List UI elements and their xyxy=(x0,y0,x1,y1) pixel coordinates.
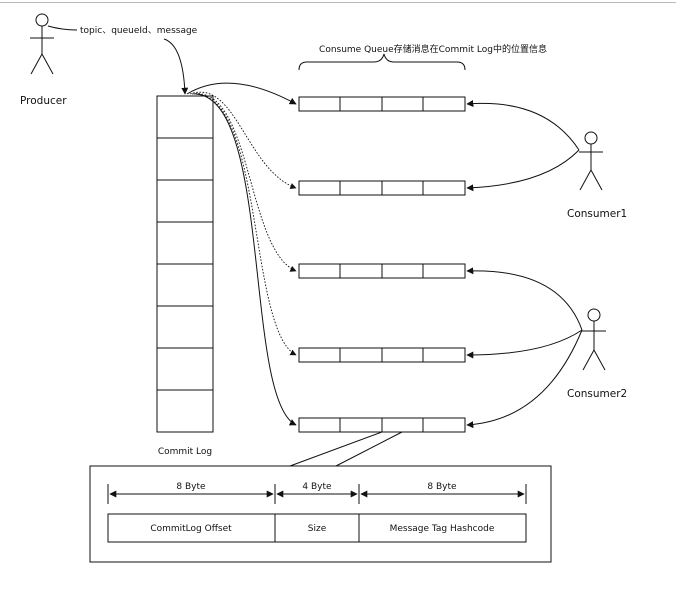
consume-queue xyxy=(298,180,466,196)
producer-figure xyxy=(30,13,54,75)
commit-log xyxy=(156,95,214,433)
zoom-connector xyxy=(335,431,403,467)
consume-queue xyxy=(298,263,466,279)
consumer1-arrow xyxy=(466,149,580,192)
field-size-label: 4 Byte xyxy=(302,482,332,492)
field-size-label: 8 Byte xyxy=(176,482,206,492)
producer-label: Producer xyxy=(20,95,67,107)
consumer2-figure xyxy=(582,308,606,371)
entry-fields xyxy=(107,513,527,543)
dispatch-arrow xyxy=(195,93,297,426)
consume-queue-brace xyxy=(298,53,466,71)
consumer2-arrow xyxy=(466,267,583,331)
consumer2-arrow xyxy=(466,329,583,429)
consumer1-figure xyxy=(579,131,603,191)
consume-queue xyxy=(298,96,466,112)
producer-line xyxy=(47,25,78,31)
producer-message-label: topic、queueId、message xyxy=(80,26,198,36)
zoom-connector xyxy=(289,431,383,467)
consumer1-label: Consumer1 xyxy=(567,208,627,220)
field-name-label: Size xyxy=(308,524,327,534)
dispatch-arrow xyxy=(191,93,297,272)
consume-queue-label: Consume Queue存储消息在Commit Log中的位置信息 xyxy=(319,43,547,55)
consumer2-arrow xyxy=(466,329,583,359)
field-name-label: Message Tag Hashcode xyxy=(390,524,495,534)
consume-queue xyxy=(298,347,466,363)
consumer2-label: Consumer2 xyxy=(567,388,627,400)
consume-queue xyxy=(298,417,466,433)
field-size-label: 8 Byte xyxy=(427,482,457,492)
consumer1-arrow xyxy=(466,100,580,151)
byte-dimension xyxy=(107,484,527,504)
dispatch-arrow xyxy=(193,93,297,356)
producer-arrow xyxy=(163,38,189,95)
dispatch-arrow xyxy=(186,82,297,105)
dispatch-arrow xyxy=(189,91,297,190)
commit-log-label: Commit Log xyxy=(158,447,212,457)
field-name-label: CommitLog Offset xyxy=(150,524,232,534)
